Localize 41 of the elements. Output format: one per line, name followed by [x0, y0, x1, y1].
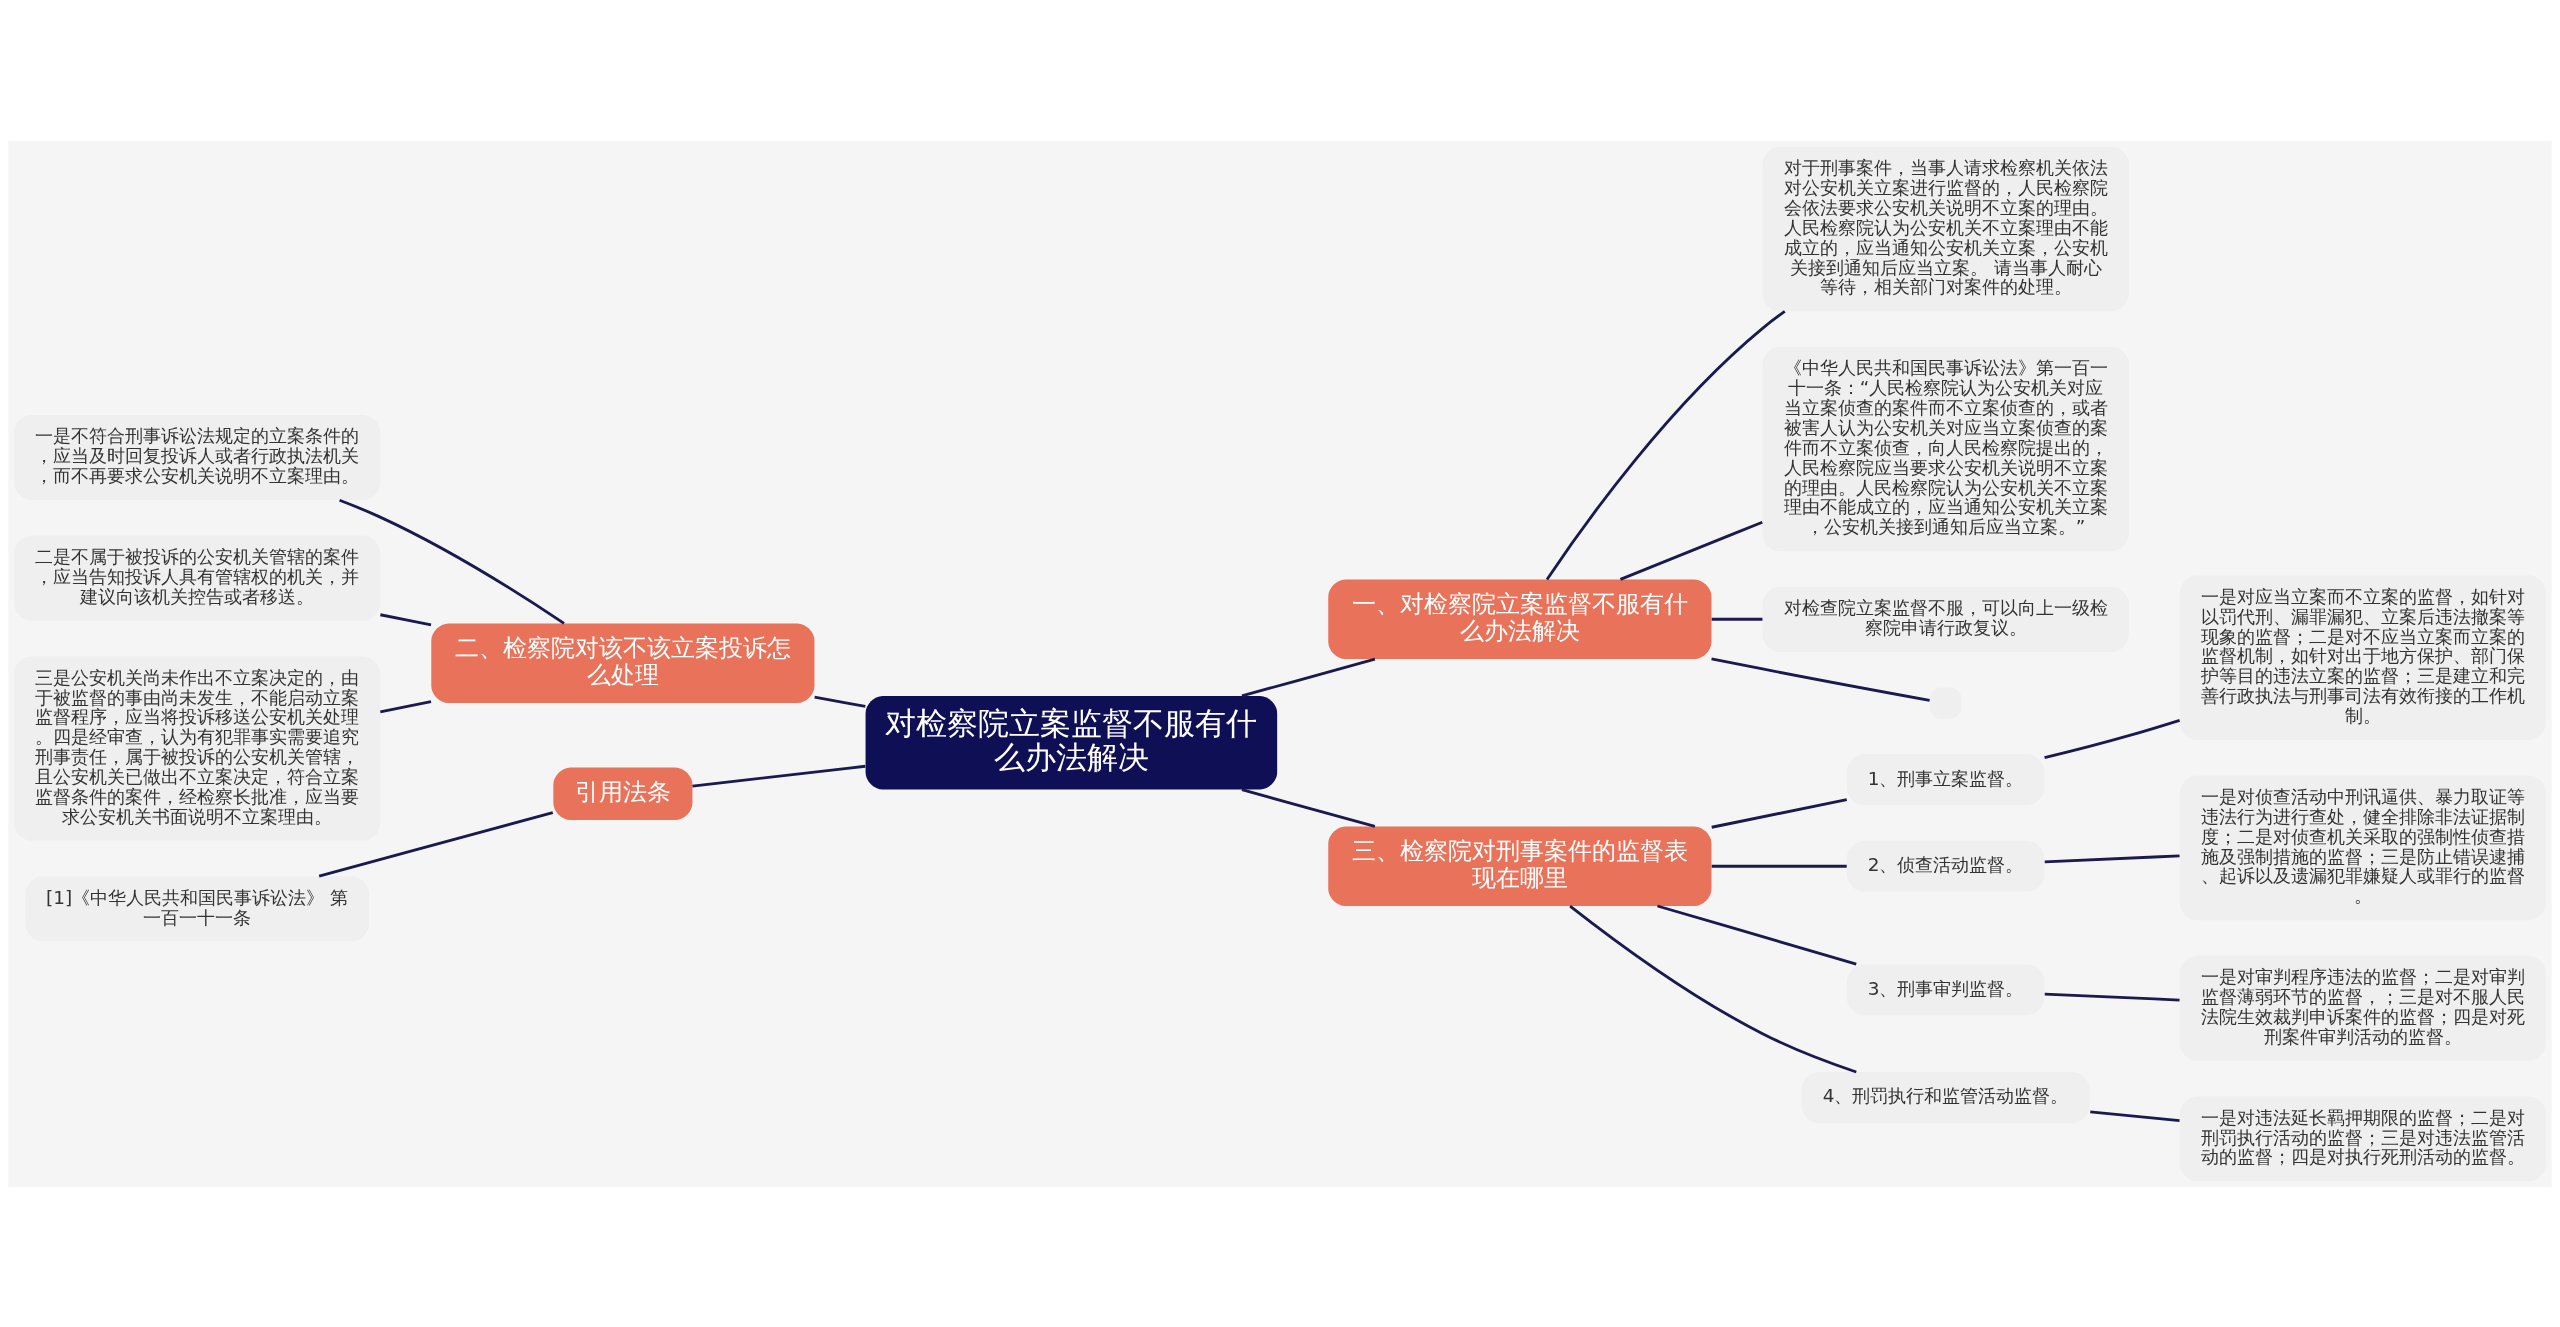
node-box: 一是对审判程序违法的监督；二是对审判监督薄弱环节的监督，；三是对不服人民法院生效裁判申诉案件的监督；四是对死刑案件审判活动的监督。	[2179, 955, 2546, 1061]
connector	[2044, 992, 2180, 1001]
node-box: 对检查院立案监督不服，可以向上一级检察院申请行政复议。	[1762, 586, 2129, 652]
node-box: 1、刑事立案监督。	[1847, 753, 2045, 805]
connector	[1711, 797, 1847, 829]
node-box: 一、对检察院立案监督不服有什么办法解决	[1328, 579, 1712, 659]
connector	[692, 764, 866, 787]
node-box: 3、刑事审判监督。	[1847, 963, 2045, 1015]
connector	[814, 695, 866, 708]
node-box: 对检察院立案监督不服有什么办法解决	[865, 695, 1278, 790]
connector	[380, 612, 432, 626]
node-box: 一是对应当立案而不立案的监督，如针对以罚代刑、漏罪漏犯、立案后违法撤案等现象的监督；二是对不应当立案而立案的监督机制，如针对出于地方保护、部门保护等目的违法立案的监督；三是建立和完善行政执法与刑事司法有效衔接的工作机制。	[2179, 574, 2546, 740]
connector	[318, 810, 554, 877]
node-box: [1]《中华人民共和国民事诉讼法》 第一百一十一条	[25, 875, 369, 941]
connector	[1241, 787, 1376, 828]
connector	[1657, 904, 1857, 965]
node-box: 一是对违法延长羁押期限的监督；二是对刑罚执行活动的监督；三是对违法监管活动的监督；四是对执行死刑活动的监督。	[2179, 1095, 2546, 1181]
node-box: 2、侦查活动监督。	[1847, 840, 2045, 892]
connector	[1619, 520, 1763, 581]
connector	[1241, 657, 1376, 697]
connector	[1711, 864, 1847, 868]
connector	[1711, 617, 1763, 621]
connector	[2044, 718, 2181, 759]
node-box: 引用法条	[553, 767, 693, 820]
connector	[1711, 656, 1930, 702]
connector	[380, 699, 432, 713]
connector	[1545, 309, 1786, 580]
connector	[2090, 1109, 2180, 1122]
node-box: 二、检察院对该不该立案投诉怎么处理	[431, 623, 815, 703]
node-box: 二是不属于被投诉的公安机关管辖的案件，应当告知投诉人具有管辖权的机关，并建议向该机关控告或者移送。	[14, 535, 381, 621]
node-box: 4、刑罚执行和监管活动监督。	[1801, 1071, 2090, 1123]
node-box: 《中华人民共和国民事诉讼法》第一百一十一条：“人民检察院认为公安机关对应当立案侦查的案件而不立案侦查的，或者被害人认为公安机关对应当立案侦查的案件而不立案侦查，向人民检察院提出的，人民检察院应当要求公安机关说明不立案的理由。人民检察院认为公安机关不立案理由不能成立的，应当通知公安机关立案，公安机关接到通知后应当立案。”	[1762, 346, 2129, 551]
node-box: 三、检察院对刑事案件的监督表现在哪里	[1328, 826, 1712, 906]
node-box: 一是不符合刑事诉讼法规定的立案条件的，应当及时回复投诉人或者行政执法机关，而不再要求公安机关说明不立案理由。	[14, 414, 381, 500]
node-box: 一是对侦查活动中刑讯逼供、暴力取证等违法行为进行查处，健全排除非法证据制度；二是对侦查机关采取的强制性侦查措施及强制措施的监督；三是防止错误逮捕、起诉以及遗漏犯罪嫌疑人或罪行的监督。	[2179, 774, 2546, 920]
node-box: 对于刑事案件，当事人请求检察机关依法对公安机关立案进行监督的，人民检察院会依法要求公安机关说明不立案的理由。人民检察院认为公安机关不立案理由不能成立的，应当通知公安机关立案，公安机关接到通知后应当立案。 请当事人耐心等待，相关部门对案件的处理。	[1762, 146, 2129, 311]
node-box	[1930, 686, 1962, 719]
connector	[1569, 904, 1857, 1073]
connector	[2044, 854, 2180, 863]
node-box: 三是公安机关尚未作出不立案决定的，由于被监督的事由尚未发生，不能启动立案监督程序，应当将投诉移送公安机关处理。四是经审查，认为有犯罪事实需要追究刑事责任，属于被投诉的公安机关管辖，且公安机关已做出不立案决定，符合立案监督条件的案件，经检察长批准，应当要求公安机关书面说明不立案理由。	[14, 655, 381, 841]
connector	[339, 498, 565, 625]
